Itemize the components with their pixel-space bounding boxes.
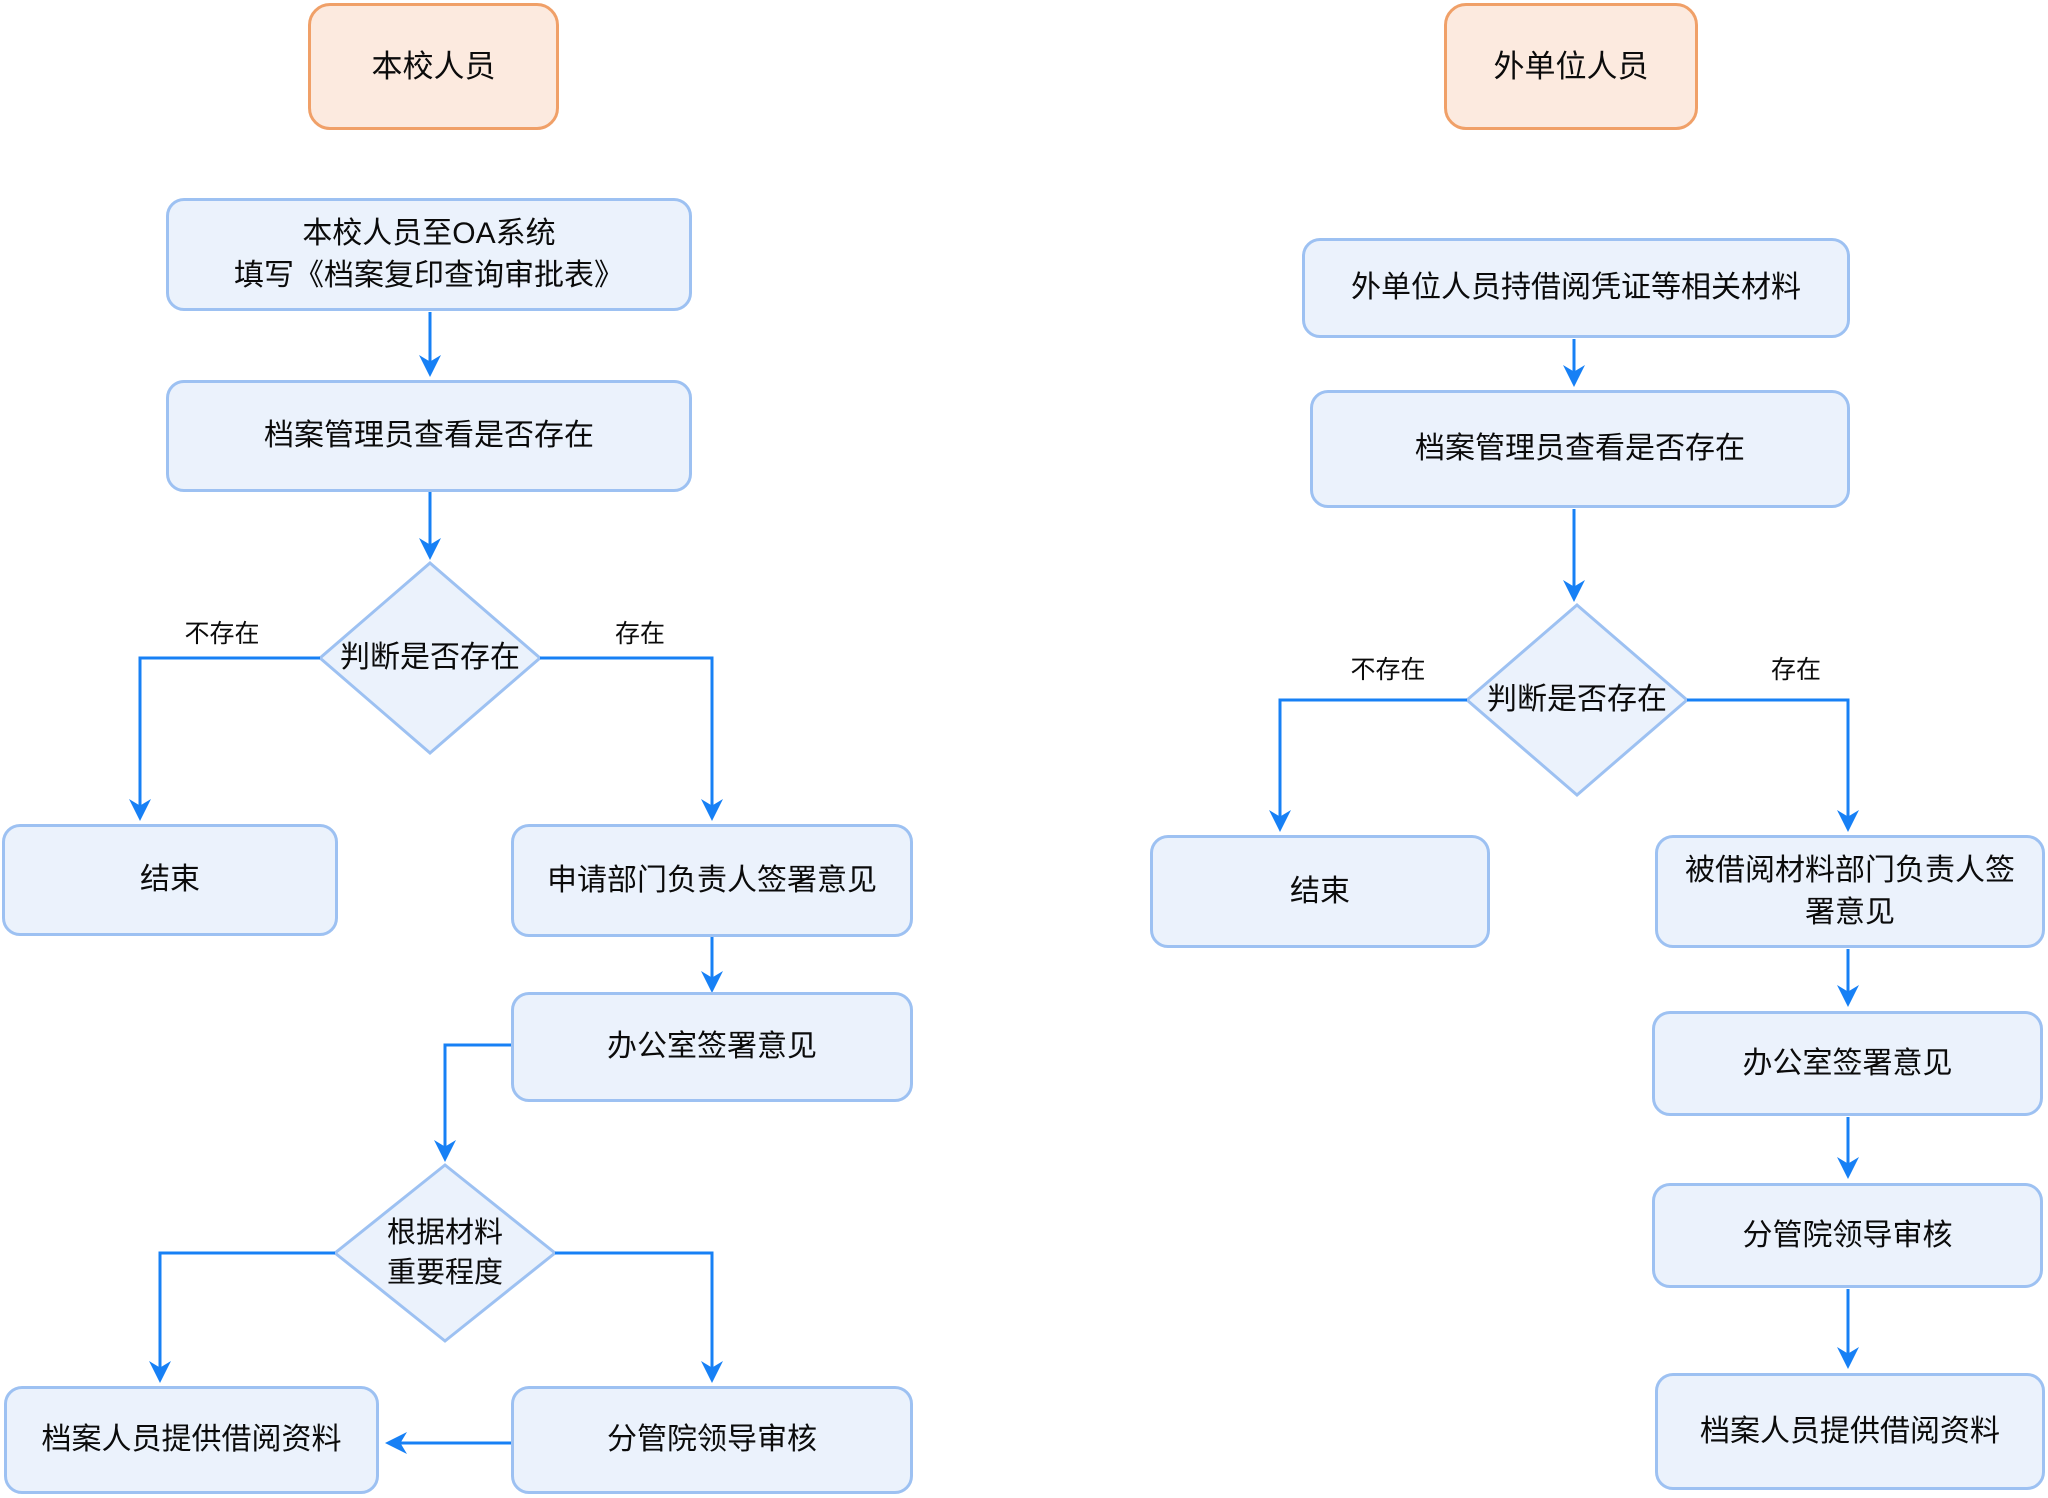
- edge-left-office-to-importance: [434, 1043, 511, 1162]
- edge-left-importance-to-leader: [555, 1251, 723, 1383]
- node-left-oa-form: 本校人员至OA系统 填写《档案复印查询审批表》: [166, 198, 692, 311]
- node-left-oa-form-label: 本校人员至OA系统 填写《档案复印查询审批表》: [234, 213, 624, 297]
- node-left-dept-sign: 申请部门负责人签署意见: [511, 824, 913, 937]
- node-left-oa-form-line1: 本校人员至OA系统: [302, 216, 556, 250]
- node-right-leader-review: 分管院领导审核: [1652, 1183, 2043, 1288]
- node-left-decision-importance-line2: 重要程度: [386, 1257, 504, 1289]
- node-left-office-sign: 办公室签署意见: [511, 992, 913, 1102]
- edge-left-importance-to-provide: [149, 1251, 335, 1383]
- edge-label-right-not-exists: 不存在: [1346, 650, 1430, 686]
- node-left-check-label: 档案管理员查看是否存在: [264, 419, 594, 452]
- node-left-dept-sign-label: 申请部门负责人签署意见: [547, 863, 877, 897]
- node-right-dept-sign-label: 被借阅材料部门负责人签署意见: [1685, 853, 2015, 929]
- node-right-materials: 外单位人员持借阅凭证等相关材料: [1302, 238, 1850, 338]
- node-left-end-label: 结束: [140, 863, 200, 896]
- node-right-provide-label: 档案人员提供借阅资料: [1700, 1414, 2000, 1448]
- right-decision-exists-diamond-border: [1464, 603, 1690, 797]
- node-right-office-sign-label: 办公室签署意见: [1742, 1046, 1953, 1080]
- node-right-end: 结束: [1150, 835, 1490, 948]
- node-right-materials-label: 外单位人员持借阅凭证等相关材料: [1351, 271, 1801, 304]
- node-left-office-sign-label: 办公室签署意见: [607, 1030, 817, 1063]
- node-right-title: 外单位人员: [1444, 3, 1698, 130]
- node-left-provide: 档案人员提供借阅资料: [4, 1386, 379, 1494]
- edge-label-right-exists: 存在: [1766, 650, 1826, 686]
- node-right-check-label: 档案管理员查看是否存在: [1415, 432, 1745, 465]
- node-right-provide: 档案人员提供借阅资料: [1655, 1373, 2045, 1490]
- node-right-check: 档案管理员查看是否存在: [1310, 390, 1850, 508]
- node-right-title-label: 外单位人员: [1493, 48, 1649, 84]
- edge-left-notexists-to-end: [129, 656, 320, 821]
- edge-label-left-not-exists: 不存在: [180, 614, 264, 650]
- node-right-office-sign: 办公室签署意见: [1652, 1011, 2043, 1116]
- node-left-check: 档案管理员查看是否存在: [166, 380, 692, 492]
- edge-label-left-exists: 存在: [610, 614, 670, 650]
- node-right-decision-exists-label: 判断是否存在: [1487, 683, 1667, 716]
- node-left-title: 本校人员: [308, 3, 559, 130]
- edge-right-exists-to-deptsign: [1687, 698, 1859, 832]
- left-decision-importance-diamond-border: [332, 1163, 558, 1343]
- node-right-end-label: 结束: [1290, 874, 1350, 908]
- node-left-decision-importance-label: 根据材料 重要程度: [387, 1213, 503, 1293]
- node-left-leader-review-label: 分管院领导审核: [607, 1423, 817, 1456]
- edge-left-exists-to-deptsign: [540, 656, 723, 821]
- node-left-end: 结束: [2, 824, 338, 936]
- node-left-oa-form-line2: 填写《档案复印查询审批表》: [234, 258, 624, 292]
- left-decision-exists-diamond-border: [317, 561, 543, 755]
- node-left-decision-exists-label: 判断是否存在: [340, 641, 520, 674]
- node-left-provide-label: 档案人员提供借阅资料: [41, 1423, 342, 1456]
- node-right-leader-review-label: 分管院领导审核: [1742, 1218, 1953, 1252]
- node-left-decision-importance-line1: 根据材料: [386, 1217, 504, 1249]
- node-left-leader-review: 分管院领导审核: [511, 1386, 913, 1494]
- node-left-title-label: 本校人员: [371, 48, 496, 84]
- node-right-dept-sign: 被借阅材料部门负责人签署意见: [1655, 835, 2045, 948]
- edge-right-notexists-to-end: [1269, 698, 1467, 832]
